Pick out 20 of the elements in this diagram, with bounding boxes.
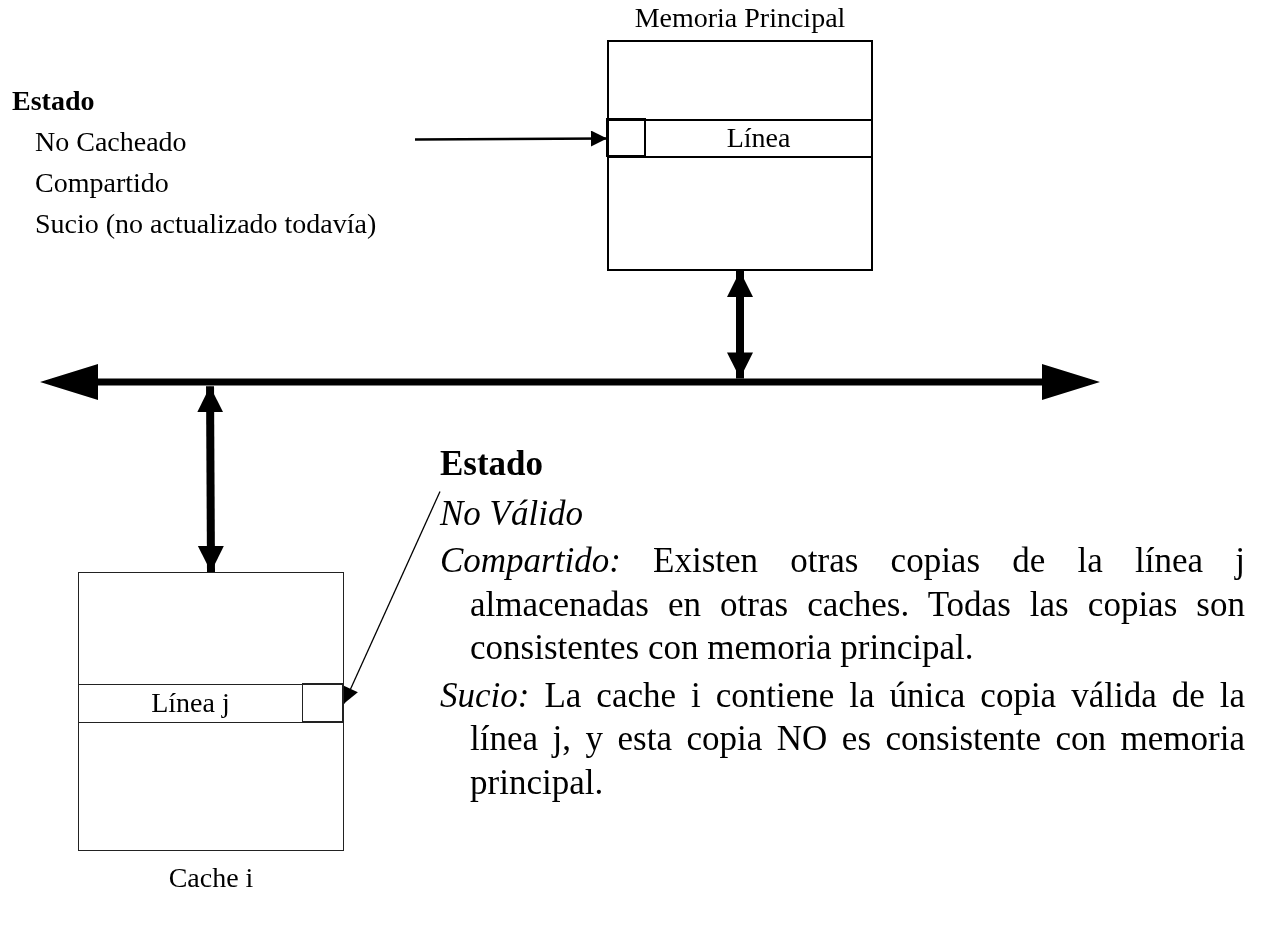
line-label: Línea j: [151, 688, 230, 718]
memory-line-row: [606, 118, 873, 158]
state-item: Compartido: [34, 166, 169, 200]
line-label: Línea: [726, 123, 791, 153]
state-heading: Estado: [12, 84, 95, 118]
state-cell: [302, 683, 343, 722]
state-description: Compartido: Existen otras copias de la línea j almacenadas en otras caches. Todas las copias son consistentes con memoria principal.: [440, 540, 1245, 669]
state-heading: Estado: [440, 443, 544, 485]
state-item: No Válido: [440, 492, 583, 535]
pointer-arrow: [415, 130, 607, 147]
bus-bar: [40, 364, 1100, 400]
state-item: Sucio (no actualizado todavía): [34, 207, 377, 241]
state-item: No Cacheado: [34, 125, 187, 159]
state-cell: [606, 118, 646, 157]
cache-line-row: [77, 683, 344, 723]
pointer-arrow: [343, 490, 441, 705]
box-title: Memoria Principal: [634, 2, 846, 34]
box-title: Cache i: [168, 862, 254, 894]
bus-connection-arrow: [197, 386, 224, 573]
state-description: Sucio: La cache i contiene la única copia válida de la línea j, y esta copia NO es consistente con memoria principal.: [440, 674, 1245, 804]
